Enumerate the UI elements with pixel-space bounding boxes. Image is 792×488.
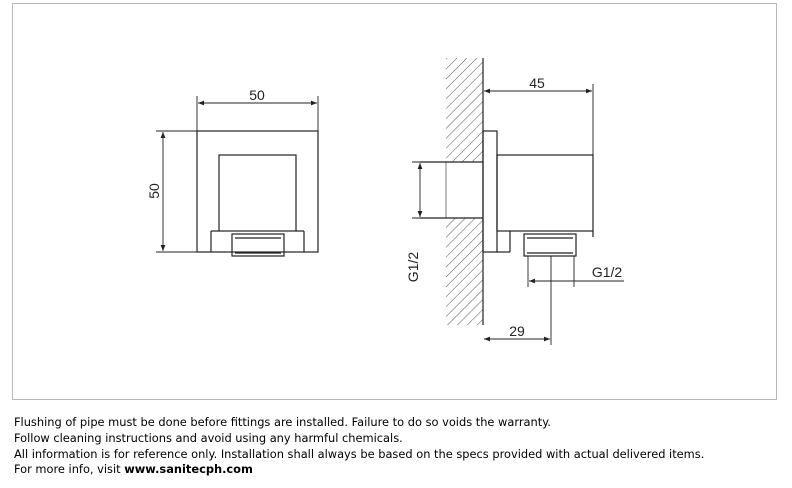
notes-block: Flushing of pipe must be done before fit… [14,415,784,478]
side-view [412,58,624,345]
drawing-frame [12,3,777,400]
wall-hatch-upper [446,58,483,162]
front-inner-face [218,154,297,232]
wall-hatch-lower [446,218,483,325]
front-thread-nut [231,233,285,257]
side-depth-label: 45 [529,75,545,91]
side-body [496,154,594,232]
side-outlet-offset-dimension [484,256,552,345]
side-outlet-thread-label: G1/2 [592,264,623,280]
side-depth-dimension [484,84,594,155]
note-reference: All information is for reference only. I… [14,446,705,461]
front-outer-plate [196,130,319,253]
front-width-label: 50 [249,87,265,103]
side-inlet-thread-label: G1/2 [405,252,421,283]
website-link[interactable]: www.sanitecph.com [124,462,253,477]
technical-drawing: 50 50 [146,58,624,345]
side-outlet-nut [523,233,577,257]
front-height-dimension [156,130,197,253]
front-height-label: 50 [146,183,162,199]
front-width-dimension [196,96,319,131]
note-more-info: For more info, visit www.sanitecph.com [14,462,784,478]
side-outlet-thread-dimension [527,256,624,287]
note-flushing: Flushing of pipe must be done before fit… [14,415,551,429]
note-cleaning: Follow cleaning instructions and avoid u… [14,430,403,445]
side-flange [482,130,498,253]
side-inlet-thread-dimension [412,161,446,219]
note-more-info-prefix: For more info, visit [14,462,125,477]
front-view [156,96,319,257]
side-outlet-offset-label: 29 [509,323,525,339]
